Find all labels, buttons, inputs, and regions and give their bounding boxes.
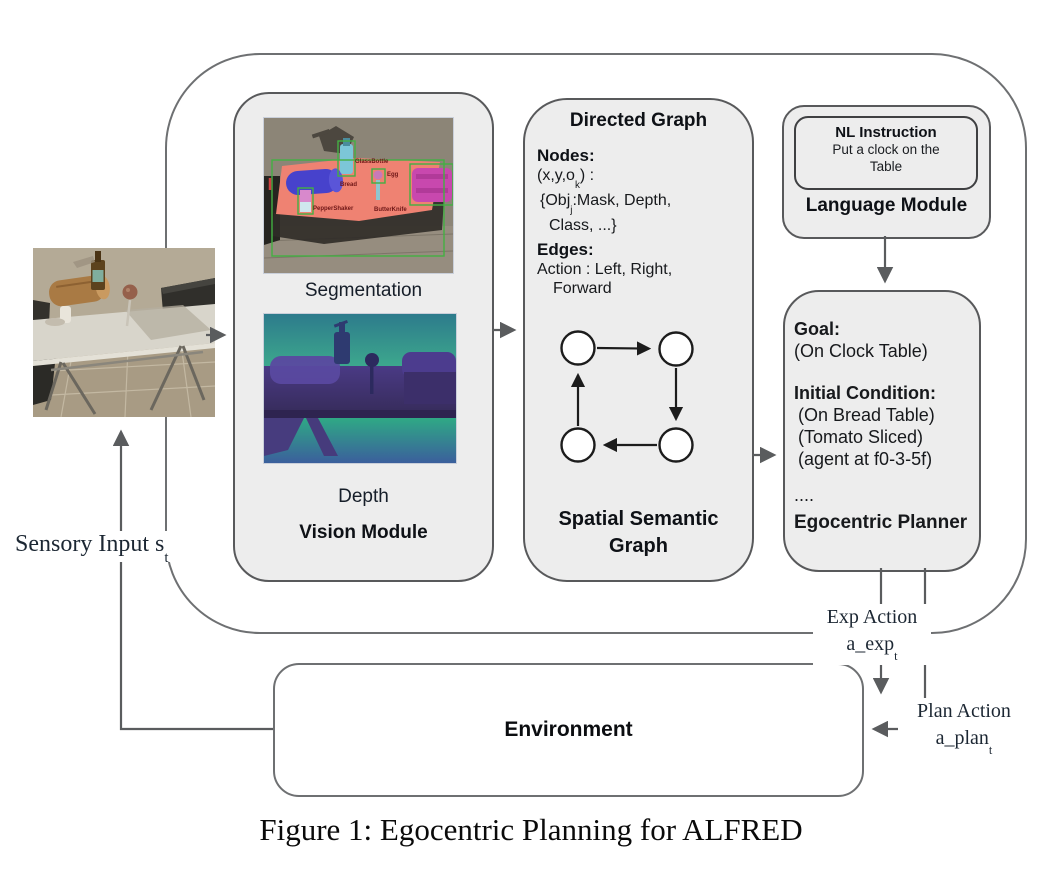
edges-line1: Action : Left, Right, [537,261,673,278]
spatial-semantic-graph-title: Spatial Semantic Graph [558,508,719,557]
seg-tag-knife: ButterKnife [374,207,407,213]
exp-action-label: Exp Action a_expt [813,604,931,665]
seg-tag-egg: Egg [387,172,399,178]
nodes-mapping-cont: Class, ...} [549,217,617,235]
nl-instruction-box: NL Instruction Put a clock on the Table [794,116,978,190]
sensory-input-label: Sensory Input st [12,531,172,566]
nodes-heading: Nodes: [537,146,595,165]
nl-instruction-line2: Table [869,159,903,174]
graph-nodes-block: Nodes: (x,y,ok) : {Objj:Mask, Depth, Cla… [537,146,745,235]
edges-heading: Edges: [537,240,594,259]
segmentation-image: GlassBottle Egg Bread PepperShaker Butte… [263,117,454,274]
egocentric-planner-title: Egocentric Planner [794,512,968,533]
edges-line2: Forward [553,280,612,297]
initial-condition-2: (Tomato Sliced) [798,427,924,447]
nodes-mapping: {Objj:Mask, Depth, [540,192,672,217]
vision-module-title: Vision Module [299,522,428,543]
language-module-title: Language Module [805,195,968,216]
seg-tag-pepper: PepperShaker [313,206,354,212]
goal-value: (On Clock Table) [794,341,928,361]
environment-title: Environment [504,718,633,741]
initial-condition-3: (agent at f0-3-5f) [798,449,933,469]
directed-graph-title: Directed Graph [569,110,708,131]
initial-condition-1: (On Bread Table) [798,405,935,425]
plan-action-label: Plan Action a_plant [898,698,1030,759]
depth-image [263,313,457,464]
nl-instruction-title: NL Instruction [835,124,937,141]
nl-instruction-line1: Put a clock on the [832,142,940,157]
graph-edges-block: Edges: Action : Left, Right, Forward [537,240,745,298]
seg-tag-bottle: GlassBottle [355,159,389,165]
planner-ellipsis: .... [794,485,815,505]
environment-box: Environment [273,663,864,797]
initial-condition-heading: Initial Condition: [794,383,936,403]
goal-heading: Goal: [794,319,841,339]
language-module-box: NL Instruction Put a clock on the Table … [782,105,991,239]
seg-tag-bread: Bread [340,182,357,188]
directed-graph-box: Directed Graph Nodes: (x,y,ok) : {Objj:M… [523,98,754,582]
segmentation-label: Segmentation [304,280,423,301]
nodes-signature: (x,y,ok) : [537,167,595,191]
egocentric-planner-box: Goal: (On Clock Table) Initial Condition… [783,290,981,572]
sensory-input-image [33,248,215,417]
figure-caption: Figure 1: Egocentric Planning for ALFRED [259,812,803,847]
depth-label: Depth [338,486,389,507]
